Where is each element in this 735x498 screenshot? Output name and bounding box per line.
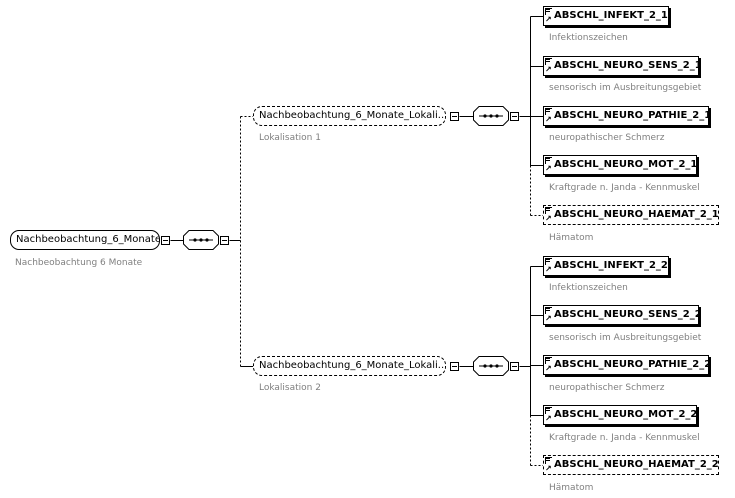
leaf-label: ABSCHL_NEURO_SENS_2_2 <box>554 309 699 320</box>
element-icon <box>545 307 552 314</box>
leaf-caption: Kraftgrade n. Janda - Kennmuskel <box>549 183 700 193</box>
reference-arrow-icon: ↗ <box>545 364 552 373</box>
group-1-collapse-toggle[interactable] <box>450 112 459 121</box>
group-label: Nachbeobachtung_6_Monate_Lokali... <box>259 360 446 371</box>
group-1-caption: Lokalisation 1 <box>259 133 321 143</box>
leaf-caption: Hämatom <box>549 483 594 493</box>
leaf-label: ABSCHL_NEURO_MOT_2_2 <box>554 409 697 420</box>
leaf-label: ABSCHL_INFEKT_2_1 <box>554 10 668 21</box>
sequence-collapse-toggle[interactable] <box>510 112 519 121</box>
reference-arrow-icon: ↗ <box>545 65 552 74</box>
group-lokalisation-1[interactable]: Nachbeobachtung_6_Monate_Lokali... <box>253 106 446 126</box>
leaf-caption: Infektionszeichen <box>549 33 628 43</box>
leaf-element[interactable]: ↗ ABSCHL_NEURO_SENS_2_1 <box>543 56 699 76</box>
leaf-element[interactable]: ↗ ABSCHL_NEURO_PATHIE_2_1 <box>543 106 709 126</box>
leaf-label: ABSCHL_NEURO_PATHIE_2_2 <box>554 359 709 370</box>
element-icon <box>545 108 552 115</box>
reference-arrow-icon: ↗ <box>545 314 552 323</box>
root-element-label: Nachbeobachtung_6_Monate <box>16 234 160 245</box>
reference-arrow-icon: ↗ <box>545 265 552 274</box>
element-icon <box>545 157 552 164</box>
leaf-caption: sensorisch im Ausbreitungsgebiet <box>549 333 702 343</box>
leaf-caption: Kraftgrade n. Janda - Kennmuskel <box>549 433 700 443</box>
root-caption: Nachbeobachtung 6 Monate <box>15 258 143 268</box>
root-collapse-toggle[interactable] <box>161 236 170 245</box>
sequence-compositor-icon[interactable] <box>473 106 509 126</box>
reference-arrow-icon: ↗ <box>545 15 552 24</box>
reference-arrow-icon: ↗ <box>545 164 552 173</box>
leaf-element[interactable]: ↗ ABSCHL_NEURO_PATHIE_2_2 <box>543 355 709 375</box>
leaf-caption: neuropathischer Schmerz <box>549 383 665 393</box>
element-icon <box>545 357 552 364</box>
leaf-label: ABSCHL_NEURO_MOT_2_1 <box>554 159 697 170</box>
reference-arrow-icon: ↗ <box>545 464 552 473</box>
sequence-collapse-toggle[interactable] <box>510 362 519 371</box>
sequence-compositor-icon[interactable] <box>183 230 219 250</box>
leaf-element[interactable]: ↗ ABSCHL_NEURO_SENS_2_2 <box>543 305 699 325</box>
group-label: Nachbeobachtung_6_Monate_Lokali... <box>259 110 446 121</box>
element-icon <box>545 207 552 214</box>
group-2-collapse-toggle[interactable] <box>450 362 459 371</box>
leaf-label: ABSCHL_INFEKT_2_2 <box>554 260 668 271</box>
reference-arrow-icon: ↗ <box>545 214 552 223</box>
leaf-element[interactable]: ↗ ABSCHL_NEURO_MOT_2_1 <box>543 155 697 175</box>
sequence-compositor-icon[interactable] <box>473 356 509 376</box>
leaf-caption: Hämatom <box>549 233 594 243</box>
leaf-label: ABSCHL_NEURO_HAEMAT_2_1 <box>554 209 719 220</box>
element-icon <box>545 258 552 265</box>
leaf-element[interactable]: ↗ ABSCHL_INFEKT_2_2 <box>543 256 669 276</box>
leaf-label: ABSCHL_NEURO_SENS_2_1 <box>554 60 699 71</box>
group-lokalisation-2[interactable]: Nachbeobachtung_6_Monate_Lokali... <box>253 356 446 376</box>
reference-arrow-icon: ↗ <box>545 414 552 423</box>
leaf-element[interactable]: ↗ ABSCHL_NEURO_MOT_2_2 <box>543 405 697 425</box>
root-element[interactable]: Nachbeobachtung_6_Monate <box>10 230 160 250</box>
leaf-caption: sensorisch im Ausbreitungsgebiet <box>549 83 702 93</box>
leaf-element-optional[interactable]: ↗ ABSCHL_NEURO_HAEMAT_2_1 <box>543 205 719 225</box>
reference-arrow-icon: ↗ <box>545 115 552 124</box>
element-icon <box>545 58 552 65</box>
leaf-caption: Infektionszeichen <box>549 283 628 293</box>
group-2-caption: Lokalisation 2 <box>259 383 321 393</box>
leaf-caption: neuropathischer Schmerz <box>549 133 665 143</box>
leaf-element[interactable]: ↗ ABSCHL_INFEKT_2_1 <box>543 6 669 26</box>
leaf-label: ABSCHL_NEURO_PATHIE_2_1 <box>554 110 709 121</box>
element-icon <box>545 8 552 15</box>
element-icon <box>545 407 552 414</box>
leaf-element-optional[interactable]: ↗ ABSCHL_NEURO_HAEMAT_2_2 <box>543 455 719 475</box>
leaf-label: ABSCHL_NEURO_HAEMAT_2_2 <box>554 459 719 470</box>
sequence-collapse-toggle[interactable] <box>220 236 229 245</box>
element-icon <box>545 457 552 464</box>
